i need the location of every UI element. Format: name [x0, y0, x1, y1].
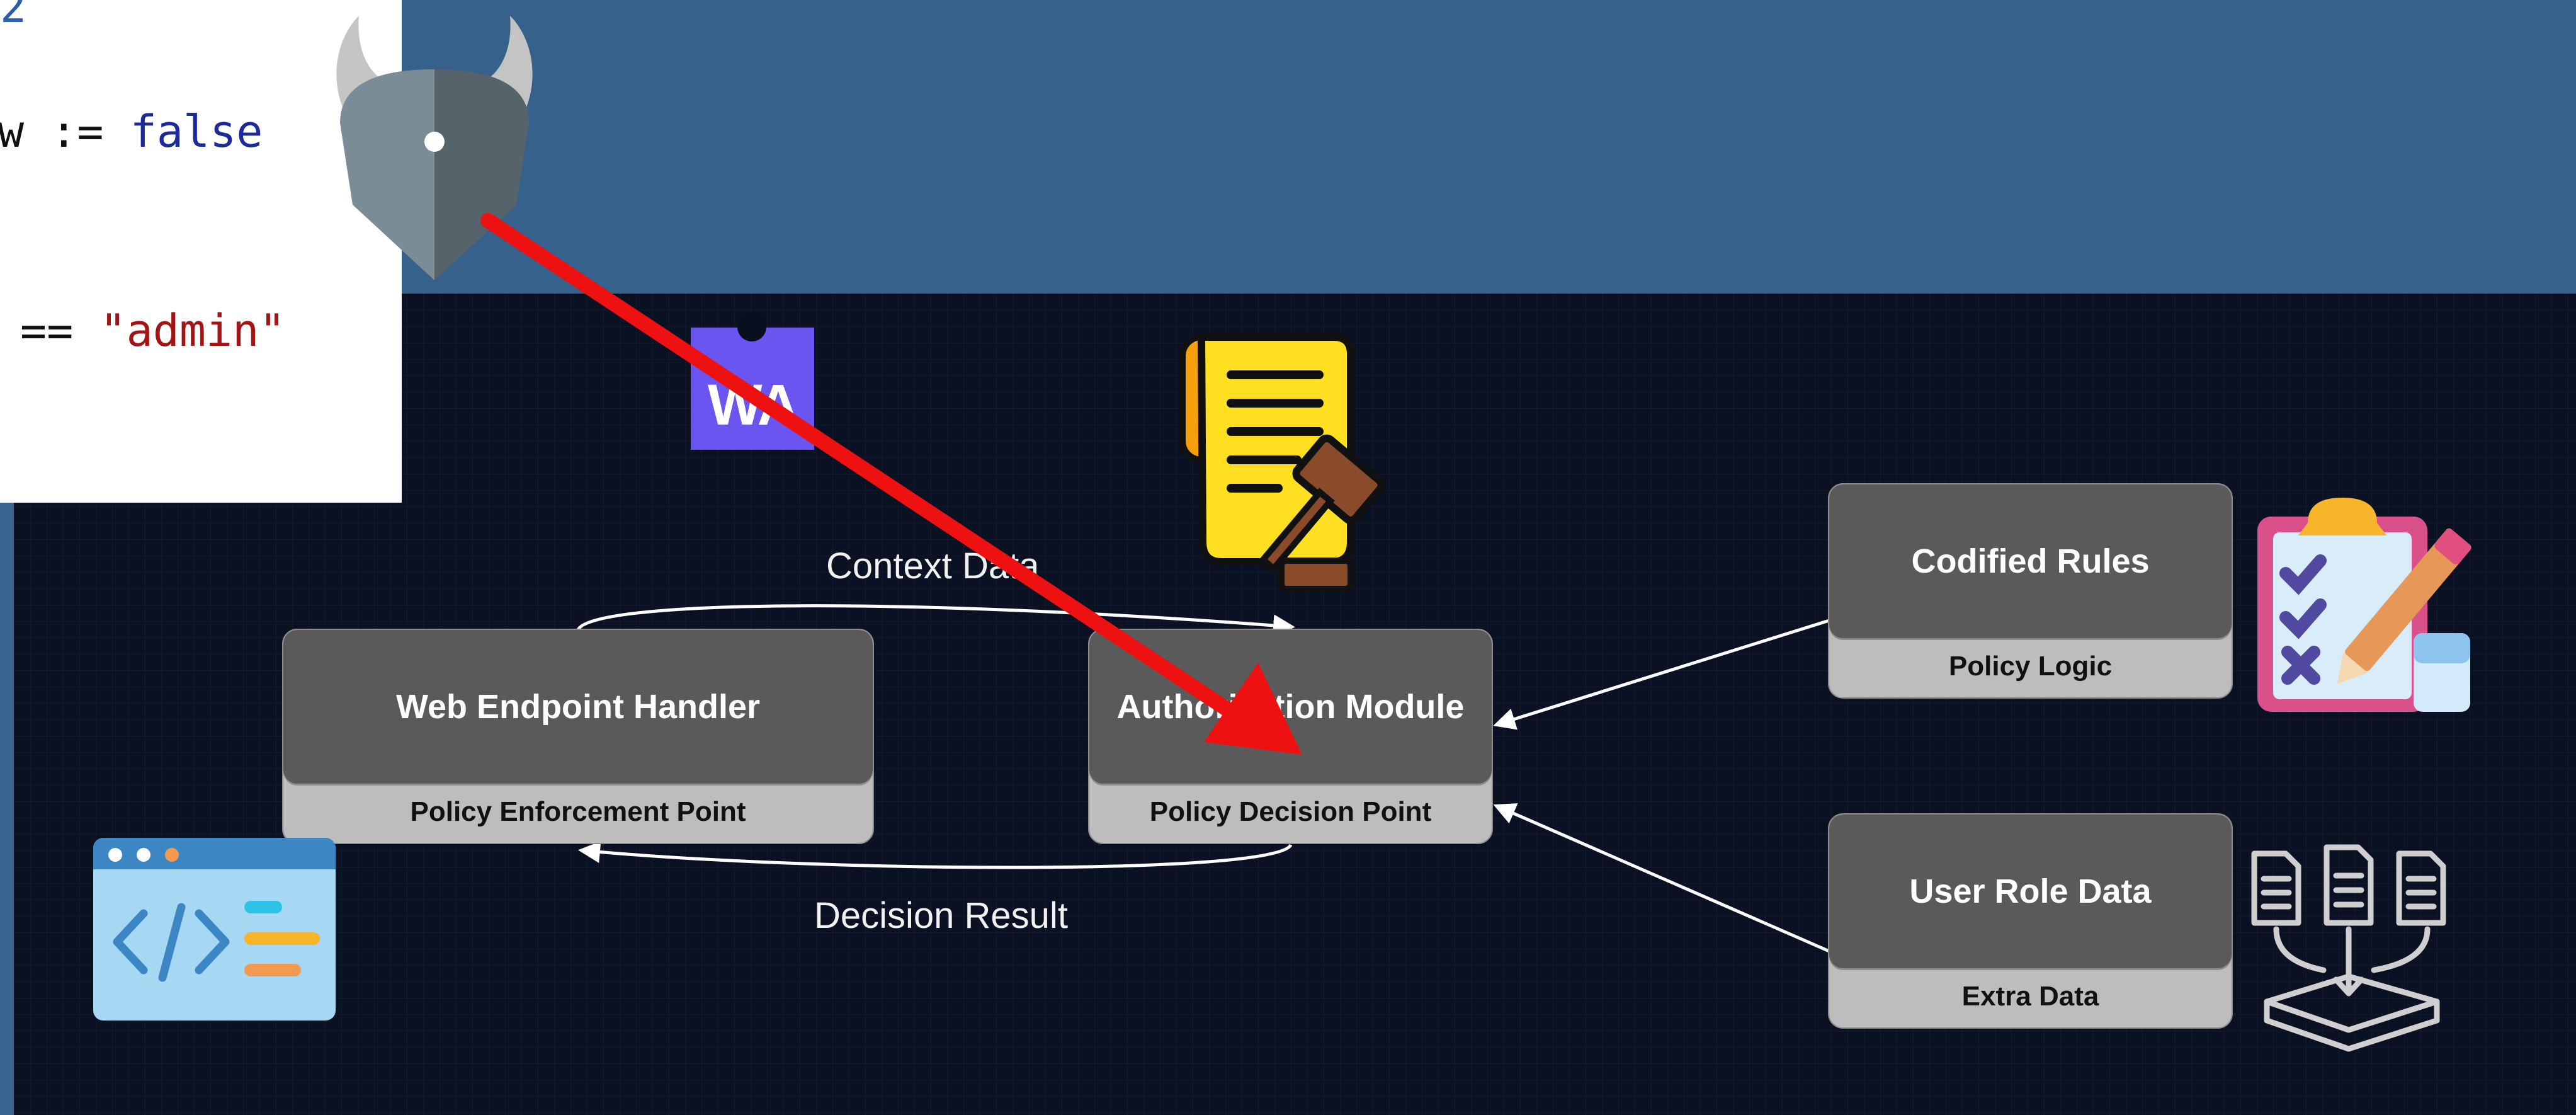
web-code-window-icon: [93, 838, 336, 1021]
rules-title: Codified Rules: [1829, 484, 2232, 638]
checklist-pencil-icon: [2257, 498, 2471, 712]
decision-result-label: Decision Result: [814, 895, 1068, 936]
pep-title: Web Endpoint Handler: [283, 630, 873, 784]
data-subtitle: Extra Data: [1961, 981, 2099, 1012]
decision-result-connector: [578, 841, 1293, 869]
documents-merge-icon: [2251, 844, 2446, 1052]
code-line-default-allow: w := false: [0, 106, 263, 157]
pdp-subtitle: Policy Decision Point: [1149, 796, 1432, 827]
code-line-number: 2: [0, 0, 27, 33]
wa-badge-icon: WA: [691, 312, 814, 450]
code-line-role-check: == "admin": [20, 305, 286, 357]
rego-code-card: 2 w := false == "admin": [0, 0, 402, 503]
opa-viking-helmet-icon: [336, 16, 533, 280]
pep-box: Web Endpoint Handler Policy Enforcement …: [282, 629, 874, 844]
scroll-gavel-icon: [1179, 333, 1385, 592]
data-title: User Role Data: [1829, 815, 2232, 968]
rules-to-pdp-connector: [1493, 619, 1830, 730]
data-to-pdp-connector: [1493, 803, 1830, 953]
rules-subtitle: Policy Logic: [1948, 651, 2113, 682]
data-box: User Role Data Extra Data: [1828, 813, 2233, 1029]
rules-box: Codified Rules Policy Logic: [1828, 483, 2233, 699]
context-data-connector: [576, 604, 1295, 637]
pep-subtitle: Policy Enforcement Point: [410, 796, 746, 827]
